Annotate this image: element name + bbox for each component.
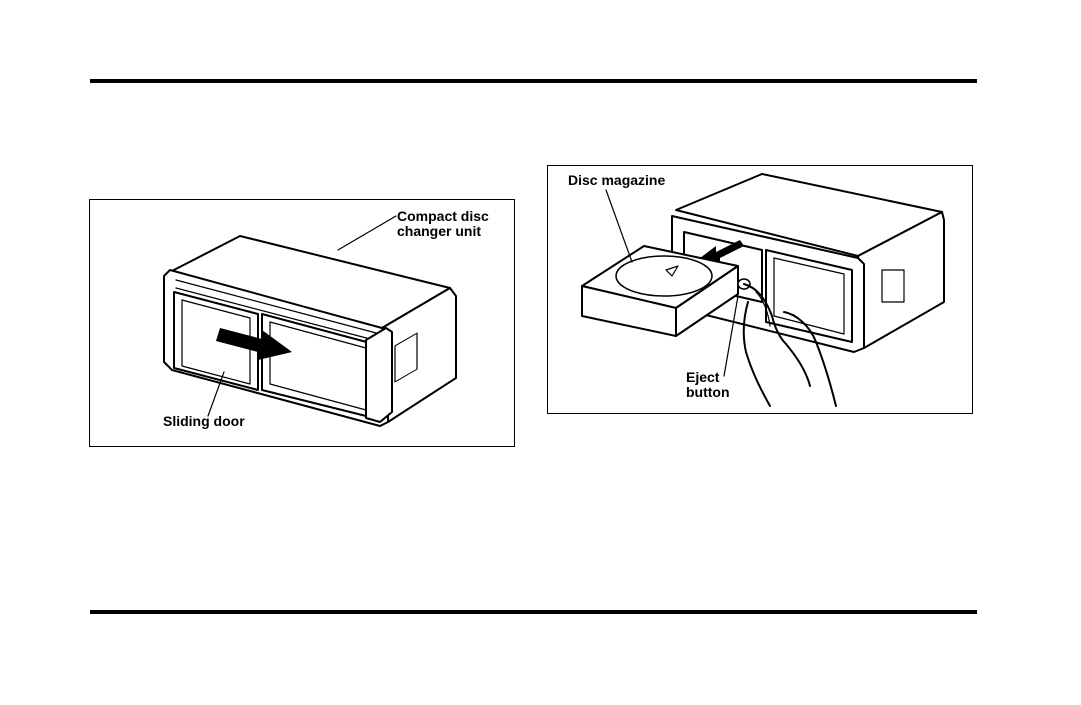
eject-label-line1: Eject bbox=[686, 370, 730, 385]
magazine-leader-line bbox=[606, 190, 632, 262]
unit-label: Compact disc changer unit bbox=[397, 209, 489, 239]
changer-unit-figure: Compact disc changer unit Sliding door bbox=[89, 199, 515, 447]
top-rule bbox=[90, 79, 977, 83]
unit-label-line1: Compact disc bbox=[397, 209, 489, 224]
unit-end-cap bbox=[366, 328, 392, 422]
eject-label-line2: button bbox=[686, 385, 730, 400]
bottom-rule bbox=[90, 610, 977, 614]
magazine-label: Disc magazine bbox=[568, 173, 665, 188]
unit-leader-line bbox=[338, 216, 396, 250]
eject-label: Eject button bbox=[686, 370, 730, 400]
sliding-door-label: Sliding door bbox=[163, 414, 245, 429]
unit-label-line2: changer unit bbox=[397, 224, 489, 239]
disc-outline bbox=[616, 256, 712, 296]
eject-magazine-illustration bbox=[548, 166, 974, 415]
eject-magazine-figure: Disc magazine Eject button bbox=[547, 165, 973, 414]
